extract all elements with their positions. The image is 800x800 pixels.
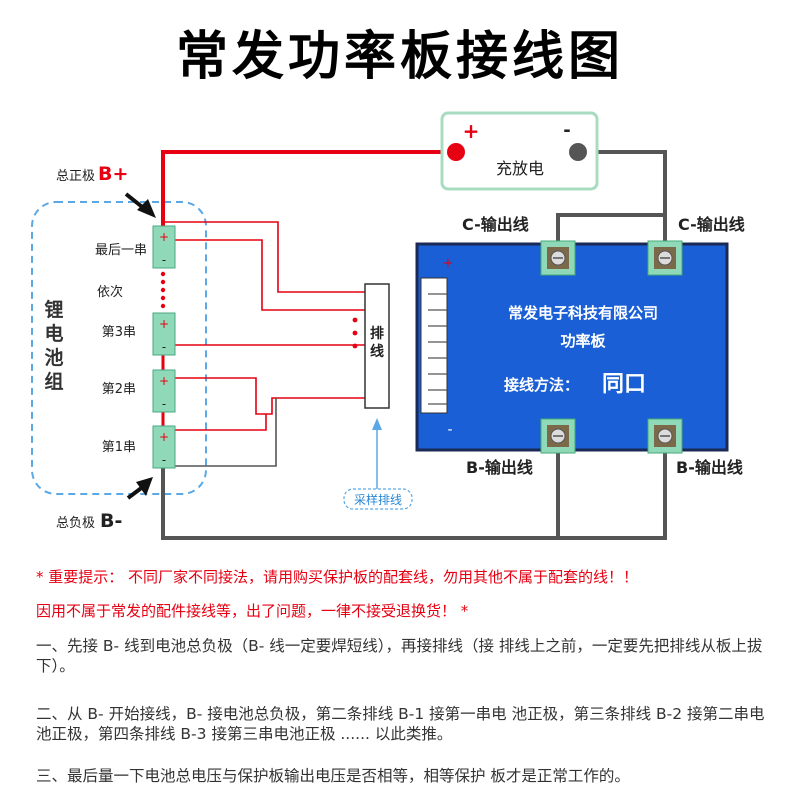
b-output-label-right: B-输出线: [676, 458, 743, 477]
instruction-step-1: 一、先接 B- 线到电池总负极（B- 线一定要焊短线），再接排线（接 排线上之前…: [36, 637, 763, 675]
board-method-label: 接线方法：: [504, 376, 579, 394]
battery-cell-last: + -: [152, 225, 176, 269]
positive-main-wire: [161, 150, 456, 238]
important-note-line2: 因用不属于常发的配件接线等，出了问题，一律不接受退换货！ *: [36, 602, 469, 620]
charger-label: 充放电: [496, 159, 544, 178]
battery-group-char-4: 组: [44, 370, 63, 393]
svg-text:+: +: [159, 317, 169, 331]
b-output-label-left: B-输出线: [466, 458, 533, 477]
terminal-c-left: [540, 240, 576, 276]
battery-cell-3: + -: [152, 312, 176, 356]
cell-label-3: 第3串: [102, 325, 136, 340]
charger-negative-terminal: [569, 143, 587, 161]
cell-label-1: 第1串: [102, 440, 136, 455]
ribbon-label-2: 线: [370, 343, 384, 360]
charger-minus-label: -: [563, 120, 570, 141]
svg-text:-: -: [162, 453, 166, 467]
board-connector-pins: [428, 293, 447, 405]
battery-cell-1: + -: [152, 425, 176, 469]
cell-label-next: 依次: [97, 284, 123, 300]
svg-text:-: -: [162, 340, 166, 354]
charger-box: [440, 111, 599, 191]
battery-group-outline: [31, 201, 207, 495]
board-plus-label: +: [443, 256, 454, 271]
board-minus-label: -: [447, 422, 452, 438]
battery-cells: + - + - + - + -: [152, 225, 176, 469]
ribbon-connector: [364, 283, 390, 409]
cell-label-last: 最后一串: [95, 243, 147, 258]
sampling-wires: [163, 221, 365, 467]
total-positive-arrowhead: [137, 199, 156, 218]
svg-text:-: -: [162, 253, 166, 267]
board-method-value: 同口: [602, 372, 646, 397]
board-company: 常发电子科技有限公司: [508, 304, 658, 322]
series-dots: [160, 271, 166, 309]
total-positive-symbol: B+: [98, 163, 128, 185]
total-negative-symbol: B-: [100, 510, 122, 532]
ribbon-label-1: 排: [370, 325, 384, 342]
total-negative-arrowhead: [136, 477, 153, 496]
svg-text:-: -: [162, 397, 166, 411]
battery-group-char-3: 池: [44, 346, 63, 369]
total-negative-label: 总负极: [56, 516, 95, 531]
board-connector-port: [420, 277, 448, 414]
sampling-arrow-head: [372, 418, 382, 430]
instruction-step-2: 二、从 B- 开始接线，B- 接电池总负极，第二条排线 B-1 接第一串电 池正…: [36, 705, 765, 743]
charger-plus-label: +: [463, 119, 480, 143]
terminal-c-right: [647, 240, 683, 276]
b-minus-main-wire: [161, 436, 667, 540]
svg-text:+: +: [159, 374, 169, 388]
total-positive-label: 总正极: [56, 169, 95, 184]
terminal-b-left: [540, 418, 576, 454]
important-note-line1: * 重要提示： 不同厂家不同接法，请用购买保护板的配套线，勿用其他不属于配套的线…: [36, 568, 639, 586]
battery-group-char-2: 电: [44, 322, 63, 345]
charger-negative-wire: [578, 150, 667, 258]
sampling-label-box: [343, 488, 413, 510]
board-name: 功率板: [560, 332, 606, 350]
cell-label-2: 第2串: [102, 382, 136, 397]
wiring-diagram: 排 线 采样排线 + - + - + - + - 最后一串 依次 第3串 第2串…: [31, 111, 745, 540]
c-output-label-left: C-输出线: [462, 215, 529, 234]
c-output-label-right: C-输出线: [678, 215, 745, 234]
charger-positive-terminal: [447, 143, 465, 161]
svg-text:+: +: [159, 430, 169, 444]
battery-cell-2: + -: [152, 369, 176, 413]
svg-text:+: +: [159, 230, 169, 244]
page-title: 常发功率板接线图: [175, 27, 624, 87]
battery-group-char-1: 锂: [44, 298, 63, 321]
sampling-dots: [352, 317, 358, 349]
instruction-step-3: 三、最后量一下电池总电压与保护板输出电压是否相等，相等保护 板才是正常工作的。: [36, 767, 630, 785]
sampling-label: 采样排线: [354, 492, 402, 507]
terminal-b-right: [647, 418, 683, 454]
